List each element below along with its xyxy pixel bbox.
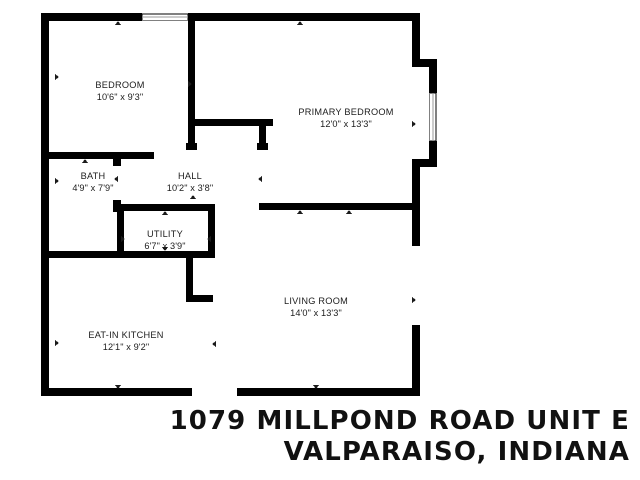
wall-bumpout-bottom [412,159,437,167]
wall-right-mid [412,159,420,246]
wall-closet-left [188,119,195,149]
wall-closet-top [188,119,266,126]
marker-hall-bottom [190,195,196,199]
marker-kitchen-left [55,340,59,346]
wall-bottom-left [41,388,192,396]
marker-bath-top [82,159,88,163]
marker-utility-left [121,236,125,242]
marker-living-entry [412,297,416,303]
exterior-walls [41,13,437,396]
marker-utility-top [162,211,168,215]
marker-primary-window [412,121,416,127]
wall-utility-top [117,204,215,211]
marker-kitchen-bottom [115,385,121,389]
wall-right-lower [412,325,420,396]
plan-background [0,0,640,405]
marker-primary-bottom [297,210,303,214]
wall-utility-right [208,204,215,258]
wall-left [41,13,49,396]
wall-top-right [188,13,420,21]
wall-right-upper [412,13,420,66]
wall-top-left [41,13,142,21]
marker-living-top [346,210,352,214]
wall-closet-right-jamb [257,143,268,150]
wall-kitchen-top [41,251,215,258]
wall-bumpout-outer-upper [429,59,437,94]
floor-plan-drawing: BEDROOM 10'6" x 9'3" PRIMARY BEDROOM 12'… [0,0,640,405]
wall-living-top [259,203,420,210]
marker-bath-left [55,178,59,184]
marker-bedroom-closet [188,81,192,87]
wall-kitchen-living-foot [186,295,213,302]
wall-closet-stub [259,119,273,126]
marker-bedroom-left [55,74,59,80]
wall-bedroom-bottom [41,152,154,159]
address-line-street: 1079 MILLPOND ROAD UNIT E [169,406,630,436]
floor-plan-svg [0,0,640,405]
wall-utility-left [117,204,124,258]
wall-kitchen-living-divider [186,251,193,302]
address-line-city-state: VALPARAISO, INDIANA [283,437,630,467]
marker-utility-bottom [162,247,168,251]
marker-bedroom-top [115,21,121,25]
marker-utility-right [207,236,211,242]
marker-hall-right [258,176,262,182]
marker-bath-door [114,176,118,182]
wall-bottom-right [237,388,420,396]
property-address-title: 1079 MILLPOND ROAD UNIT E VALPARAISO, IN… [0,406,640,480]
marker-primary-top [297,21,303,25]
wall-closet-left-jamb [186,143,197,150]
door-markers [55,21,416,389]
marker-kitchen-right [212,341,216,347]
wall-bath-top-jamb [113,152,121,166]
wall-closet-right [259,119,266,149]
interior-walls [41,13,420,302]
wall-bumpout-outer-lower [429,140,437,167]
wall-bedroom-right [188,13,195,126]
marker-living-bottom [313,385,319,389]
wall-bumpout-top [412,59,437,67]
